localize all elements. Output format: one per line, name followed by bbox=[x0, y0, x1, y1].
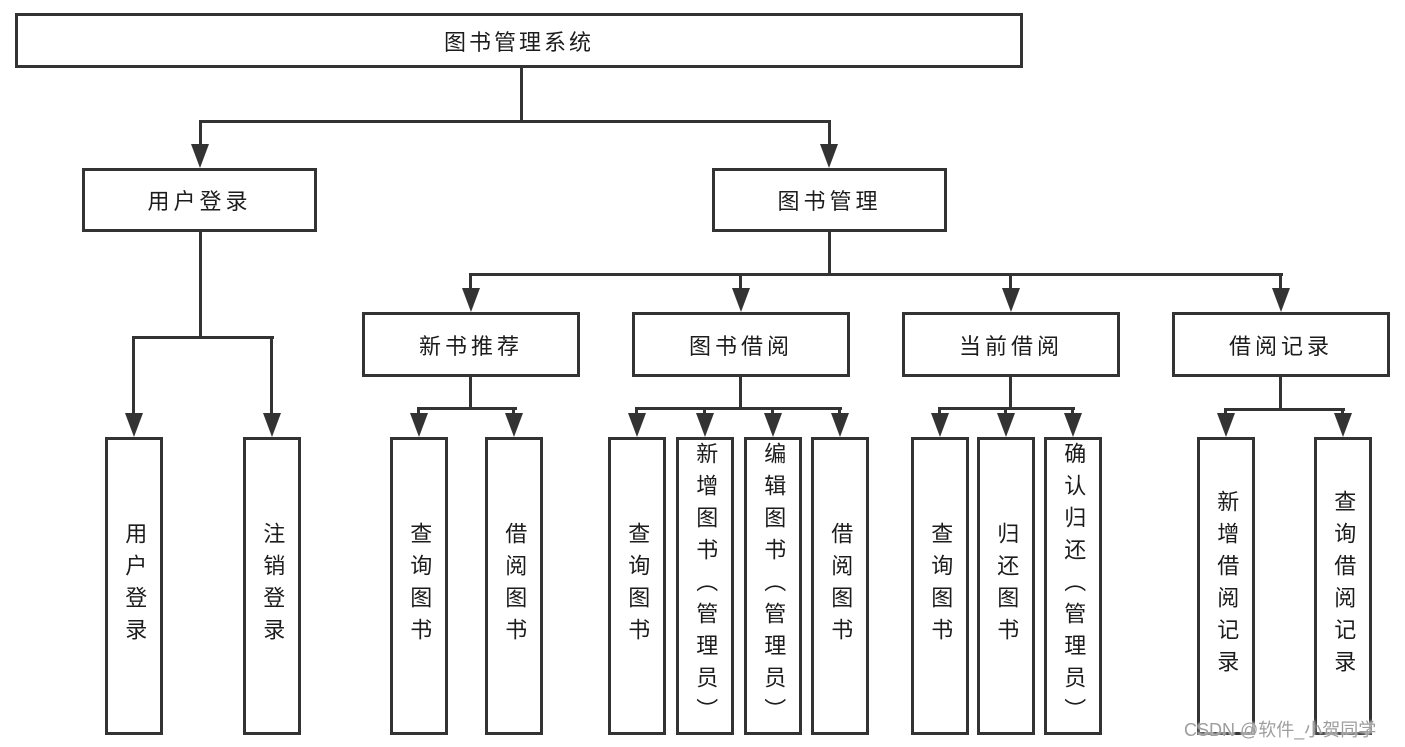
connector-rail bbox=[469, 273, 1283, 276]
node-user-login: 用户登录 bbox=[82, 168, 317, 232]
connector-stem bbox=[469, 377, 472, 410]
node-label: 归还图书 bbox=[994, 522, 1020, 650]
node-leaf-query-books-recommend: 查询图书 bbox=[390, 437, 448, 735]
node-leaf-confirm-return-admin: 确认归还（管理员） bbox=[1044, 437, 1102, 735]
connector-drop bbox=[1071, 410, 1074, 414]
arrow-down-icon bbox=[628, 413, 646, 437]
node-current-borrowing: 当前借阅 bbox=[902, 312, 1120, 377]
connector-stem bbox=[1279, 377, 1282, 411]
node-label: 新增借阅记录 bbox=[1214, 490, 1240, 682]
connector-drop bbox=[199, 123, 202, 145]
node-label: 新增图书（管理员） bbox=[693, 442, 719, 730]
arrow-down-icon bbox=[931, 413, 949, 437]
connector-stem bbox=[739, 377, 742, 410]
arrow-down-icon bbox=[1217, 413, 1235, 437]
node-label: 确认归还（管理员） bbox=[1061, 442, 1087, 730]
arrow-down-icon bbox=[191, 144, 209, 168]
csdn-watermark: CSDN @软件_小贺同学 bbox=[1184, 720, 1377, 740]
node-label: 注销登录 bbox=[260, 522, 286, 650]
node-label: 图书管理系统 bbox=[443, 29, 594, 55]
node-root-library-system: 图书管理系统 bbox=[15, 13, 1023, 68]
node-leaf-query-books-borrow: 查询图书 bbox=[608, 437, 666, 735]
connector-stem bbox=[1009, 377, 1012, 410]
connector-drop bbox=[132, 339, 135, 414]
connector-drop bbox=[838, 410, 841, 414]
node-leaf-add-book-admin: 新增图书（管理员） bbox=[676, 437, 734, 735]
connector-drop bbox=[1341, 411, 1344, 414]
connector-drop bbox=[1009, 276, 1012, 289]
connector-stem bbox=[828, 232, 831, 276]
arrow-down-icon bbox=[831, 413, 849, 437]
connector-drop bbox=[635, 410, 638, 414]
node-label: 借阅记录 bbox=[1228, 333, 1333, 359]
connector-drop bbox=[417, 410, 420, 414]
connector-drop bbox=[938, 410, 941, 414]
connector-stem bbox=[520, 68, 523, 123]
connector-drop bbox=[1224, 411, 1227, 414]
connector-drop bbox=[469, 276, 472, 289]
node-label: 借阅图书 bbox=[502, 522, 528, 650]
arrow-down-icon bbox=[1334, 413, 1352, 437]
node-label: 查询借阅记录 bbox=[1331, 490, 1357, 682]
node-label: 图书借阅 bbox=[688, 333, 793, 359]
arrow-down-icon bbox=[732, 288, 750, 312]
node-leaf-query-books-current: 查询图书 bbox=[911, 437, 969, 735]
arrow-down-icon bbox=[1064, 413, 1082, 437]
arrow-down-icon bbox=[263, 413, 281, 437]
node-label: 图书管理 bbox=[777, 189, 882, 214]
arrow-down-icon bbox=[764, 413, 782, 437]
connector-drop bbox=[828, 123, 831, 145]
node-label: 查询图书 bbox=[407, 522, 433, 650]
node-leaf-query-borrow-record: 查询借阅记录 bbox=[1314, 437, 1372, 735]
node-leaf-logout: 注销登录 bbox=[243, 437, 301, 735]
node-leaf-return-books: 归还图书 bbox=[977, 437, 1035, 735]
node-label: 借阅图书 bbox=[828, 522, 854, 650]
arrow-down-icon bbox=[462, 288, 480, 312]
connector-drop bbox=[703, 410, 706, 414]
node-leaf-edit-book-admin: 编辑图书（管理员） bbox=[744, 437, 802, 735]
node-book-management: 图书管理 bbox=[712, 168, 947, 232]
node-new-book-recommendation: 新书推荐 bbox=[362, 312, 580, 377]
arrow-down-icon bbox=[1272, 288, 1290, 312]
arrow-down-icon bbox=[125, 413, 143, 437]
arrow-down-icon bbox=[410, 413, 428, 437]
connector-stem bbox=[199, 232, 202, 336]
connector-drop bbox=[270, 339, 273, 414]
node-label: 当前借阅 bbox=[958, 333, 1063, 359]
node-leaf-add-borrow-record: 新增借阅记录 bbox=[1197, 437, 1255, 735]
connector-drop bbox=[771, 410, 774, 414]
node-leaf-borrow-books: 借阅图书 bbox=[811, 437, 869, 735]
node-book-borrowing: 图书借阅 bbox=[632, 312, 850, 377]
connector-rail bbox=[199, 120, 831, 123]
node-label: 查询图书 bbox=[625, 522, 651, 650]
node-label: 编辑图书（管理员） bbox=[761, 442, 787, 730]
connector-drop bbox=[1279, 276, 1282, 289]
connector-drop bbox=[512, 410, 515, 414]
arrow-down-icon bbox=[505, 413, 523, 437]
arrow-down-icon bbox=[696, 413, 714, 437]
node-label: 新书推荐 bbox=[418, 333, 523, 359]
connector-rail bbox=[938, 407, 1075, 410]
node-label: 用户登录 bbox=[147, 189, 252, 214]
arrow-down-icon bbox=[997, 413, 1015, 437]
arrow-down-icon bbox=[1002, 288, 1020, 312]
connector-rail bbox=[1224, 408, 1345, 411]
node-leaf-user-login: 用户登录 bbox=[105, 437, 163, 735]
connector-rail bbox=[417, 407, 517, 410]
node-borrowing-records: 借阅记录 bbox=[1172, 312, 1390, 377]
connector-rail bbox=[635, 407, 842, 410]
node-leaf-borrow-books-recommend: 借阅图书 bbox=[485, 437, 543, 735]
node-label: 查询图书 bbox=[928, 522, 954, 650]
arrow-down-icon bbox=[820, 144, 838, 168]
connector-drop bbox=[1004, 410, 1007, 414]
node-label: 用户登录 bbox=[122, 522, 148, 650]
connector-drop bbox=[739, 276, 742, 289]
connector-rail bbox=[132, 336, 274, 339]
